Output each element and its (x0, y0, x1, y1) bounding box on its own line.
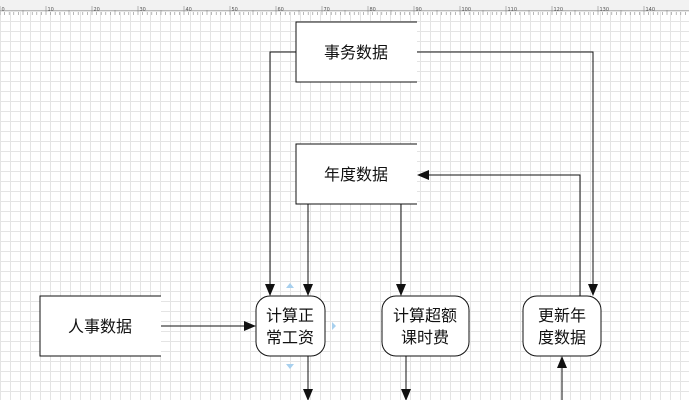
data-store-affairs[interactable]: 事务数据 (295, 21, 417, 83)
ruler-tick-label: 130 (600, 7, 610, 13)
flow-update-to-annual[interactable] (417, 170, 581, 296)
ruler-ticks: 0 10 20 30 40 50 60 70 80 90 100 110 120 130 140 (0, 6, 686, 15)
ruler-tick-label: 120 (554, 7, 564, 13)
data-store-annual-label: 年度数据 (324, 165, 388, 184)
flow-affairs-to-salary[interactable] (265, 51, 296, 296)
process-update-annual-line1: 更新年 (538, 306, 586, 325)
ruler-tick-label: 90 (416, 7, 422, 13)
data-store-personnel[interactable]: 人事数据 (39, 295, 161, 357)
ruler-tick-label: 30 (140, 7, 146, 13)
ruler-tick-label: 0 (2, 7, 5, 13)
process-calc-salary-line2: 常工资 (266, 328, 314, 347)
top-ruler: 0 10 20 30 40 50 60 70 80 90 100 110 120 130 140 (0, 0, 689, 15)
ruler-tick-label: 100 (462, 7, 472, 13)
ruler-tick-label: 60 (278, 7, 284, 13)
ruler-tick-label: 20 (94, 7, 100, 13)
flow-affairs-to-update[interactable] (417, 51, 598, 296)
data-store-annual[interactable]: 年度数据 (295, 143, 417, 205)
ruler-tick-label: 110 (508, 7, 518, 13)
process-calc-salary[interactable]: 计算正 常工资 (255, 295, 326, 357)
data-store-affairs-label: 事务数据 (324, 43, 388, 62)
ruler-tick-label: 70 (324, 7, 330, 13)
ruler-tick-label: 40 (186, 7, 192, 13)
handle-right-icon[interactable] (332, 322, 336, 330)
process-calc-overtime[interactable]: 计算超额 课时费 (381, 295, 470, 357)
process-calc-overtime-line1: 计算超额 (393, 306, 457, 325)
ruler-tick-label: 140 (646, 7, 656, 13)
handle-bottom-icon[interactable] (286, 364, 294, 369)
process-calc-overtime-line2: 课时费 (401, 328, 449, 347)
process-update-annual-line2: 度数据 (538, 328, 586, 347)
data-store-personnel-label: 人事数据 (68, 317, 132, 336)
ruler-tick-label: 80 (370, 7, 376, 13)
ruler-tick-label: 50 (232, 7, 238, 13)
handle-top-icon[interactable] (286, 283, 294, 288)
ruler-tick-label: 10 (48, 7, 54, 13)
process-update-annual[interactable]: 更新年 度数据 (522, 295, 602, 357)
process-calc-salary-line1: 计算正 (266, 306, 314, 325)
